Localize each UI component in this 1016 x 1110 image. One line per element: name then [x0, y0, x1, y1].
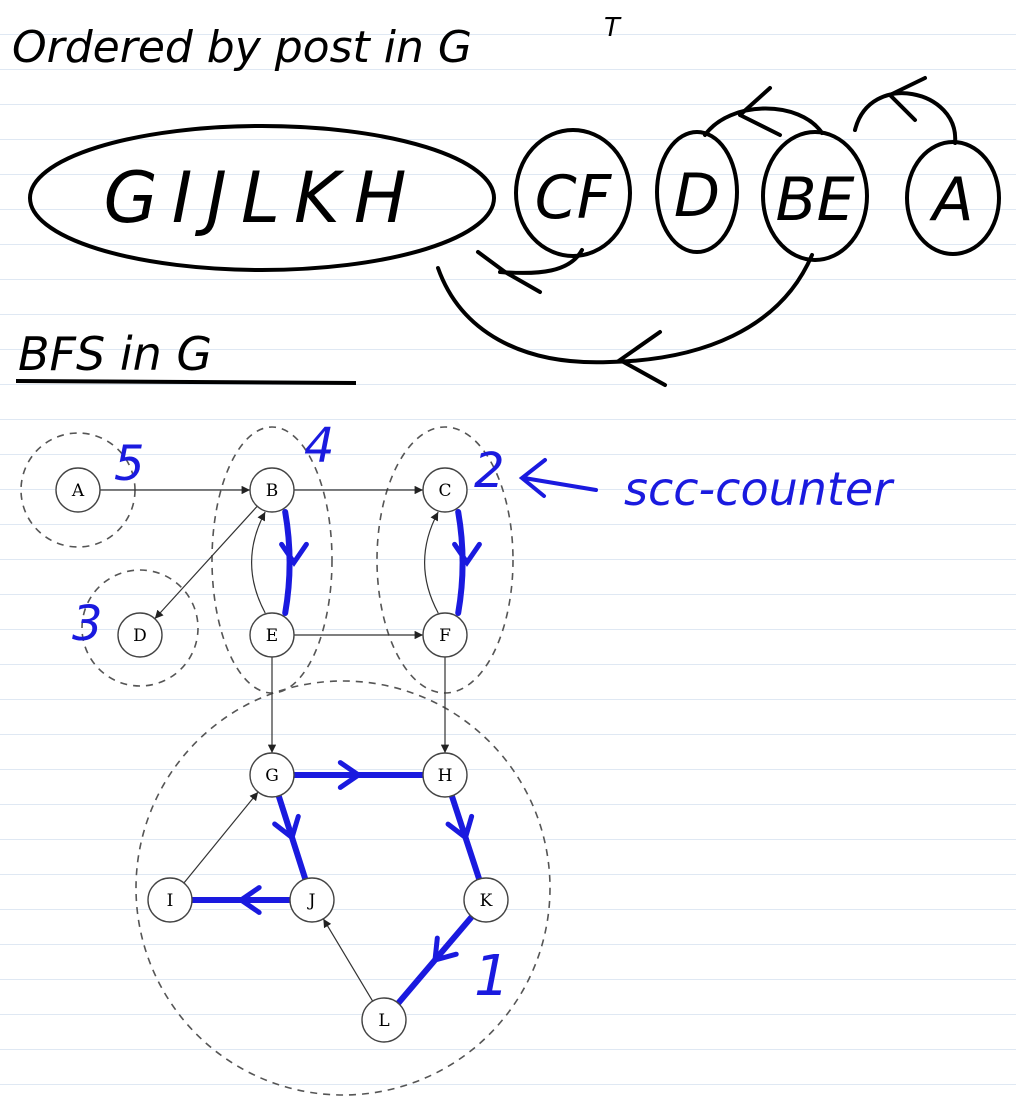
order-group-labels: GIJLKH CF D BE A — [103, 157, 973, 239]
edge-b-d — [154, 505, 258, 620]
svg-text:J: J — [307, 891, 316, 911]
scc-counter-arrow-shaft — [522, 476, 598, 492]
node-e: E — [249, 612, 295, 658]
bfs-edge-b-e — [279, 509, 309, 616]
arrow-be-to-d — [703, 106, 824, 137]
order-group-label-3: D — [674, 161, 720, 231]
bfs-heading: BFS in G — [18, 327, 212, 381]
svg-text:D: D — [133, 626, 147, 646]
svg-text:E: E — [266, 626, 278, 646]
bfs-tree-edges — [189, 509, 483, 1007]
order-group-ellipse-1 — [28, 124, 496, 272]
node-a: A — [55, 467, 101, 513]
order-groups — [28, 124, 1001, 272]
order-group-label-1: GIJLKH — [103, 157, 420, 239]
scc-counter-label: scc-counter — [624, 462, 895, 516]
node-k: K — [463, 877, 509, 923]
bfs-edge-h-k — [445, 792, 483, 883]
component-number-a: 5 — [114, 436, 145, 492]
scc-counter-arrowhead — [518, 458, 547, 498]
bfs-edge-g-j — [272, 792, 309, 883]
arrowhead-be-to-d — [738, 86, 782, 137]
order-group-label-4: BE — [775, 165, 854, 235]
arrowhead-be-to-group1 — [616, 330, 667, 387]
component-number-be: 4 — [304, 418, 335, 474]
order-group-label-2: CF — [535, 163, 613, 233]
node-l: L — [361, 997, 407, 1043]
component-number-cf: 2 — [474, 443, 505, 499]
svg-text:B: B — [266, 481, 279, 501]
arrow-a-to-be — [853, 91, 958, 145]
svg-text:H: H — [438, 766, 453, 786]
bfs-edge-g-h — [291, 760, 426, 790]
node-d: D — [117, 612, 163, 658]
bfs-edge-j-i — [189, 885, 293, 915]
svg-text:A: A — [71, 481, 85, 501]
order-group-ellipse-5 — [905, 140, 1001, 256]
order-group-ellipse-4 — [761, 130, 869, 262]
order-group-label-5: A — [928, 165, 973, 235]
component-number-d: 3 — [72, 596, 103, 652]
node-g: G — [249, 752, 295, 798]
arrowhead-cf-to-group1 — [476, 250, 542, 294]
node-f: F — [422, 612, 468, 658]
node-c: C — [422, 467, 468, 513]
svg-text:G: G — [265, 766, 279, 786]
scc-region-ghijkl — [135, 680, 551, 1096]
node-i: I — [147, 877, 193, 923]
arrowhead-a-to-be — [888, 76, 927, 122]
component-numbers: 5 4 2 3 1 — [72, 418, 510, 1009]
notes-title-superscript: T — [604, 13, 622, 43]
order-group-ellipse-3 — [655, 130, 739, 254]
edge-i-g — [183, 791, 259, 884]
arrow-be-to-group1 — [436, 253, 814, 365]
scc-counter-pointer — [518, 458, 598, 498]
order-group-ellipse-2 — [514, 128, 632, 258]
svg-text:F: F — [439, 626, 451, 646]
bfs-edge-k-l — [395, 913, 475, 1007]
graph-edges — [100, 485, 450, 1002]
graph-nodes: A B C D E F G H I J K L — [55, 467, 509, 1043]
component-number-ghijkl: 1 — [474, 944, 510, 1009]
scc-region-d — [81, 569, 199, 687]
node-j: J — [289, 877, 335, 923]
svg-text:K: K — [480, 891, 493, 911]
notes-title: Ordered by post in G — [12, 22, 472, 73]
edge-f-c — [424, 511, 439, 614]
edge-l-j — [322, 918, 374, 1002]
svg-text:C: C — [438, 481, 451, 501]
bfs-heading-underline — [15, 379, 357, 385]
bfs-edge-c-f — [452, 509, 482, 616]
node-b: B — [249, 467, 295, 513]
node-h: H — [422, 752, 468, 798]
order-arrows — [436, 76, 958, 387]
svg-text:L: L — [378, 1011, 389, 1031]
edge-e-b — [251, 511, 266, 614]
svg-text:I: I — [167, 891, 174, 911]
arrow-cf-to-group1 — [498, 248, 584, 275]
